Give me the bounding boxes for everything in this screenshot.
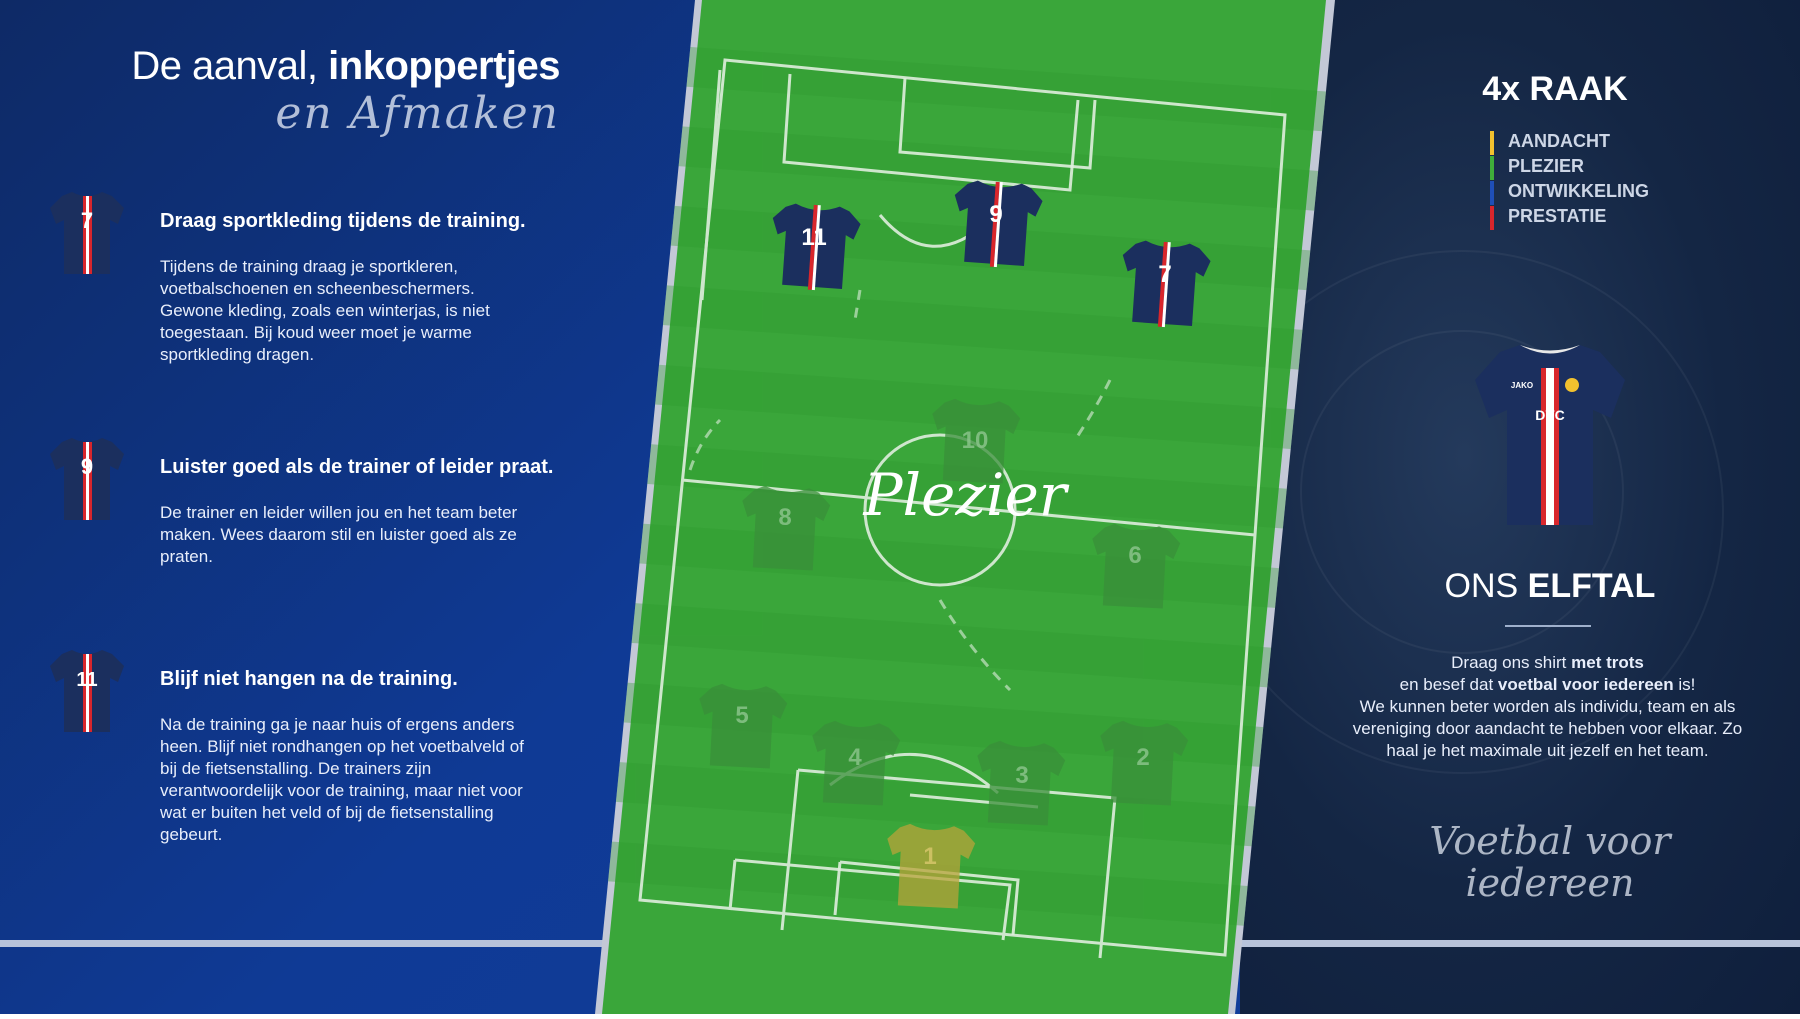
club-shirt-image: JAKO DVC (1475, 345, 1625, 525)
rule-heading: Luister goed als de trainer of leider pr… (160, 456, 554, 478)
player-number: 2 (1136, 744, 1149, 771)
raak-item: AANDACHT (1490, 131, 1649, 156)
raak-color-bar (1490, 206, 1494, 230)
shirt-club: DVC (1535, 407, 1565, 423)
player-number: 4 (848, 744, 862, 771)
svg-text:9: 9 (81, 454, 93, 479)
ons-elftal-heading: ONS ELFTAL (1444, 567, 1656, 605)
player-number: 8 (778, 504, 791, 531)
football-pitch: 10 8 6 5 4 3 2 1 11 9 7 (590, 0, 1350, 1014)
rule-heading: Blijf niet hangen na de training. (160, 668, 458, 690)
player-number: 9 (989, 201, 1002, 228)
raak-list: AANDACHT PLEZIER ONTWIKKELING PRESTATIE (1490, 131, 1649, 231)
svg-text:11: 11 (76, 669, 97, 691)
svg-text:7: 7 (81, 208, 93, 233)
player-number: 11 (801, 224, 826, 251)
divider-line-left (0, 940, 610, 947)
rule-body: De trainer en leider willen jou en het t… (160, 503, 518, 566)
player-number: 10 (962, 427, 989, 454)
player-number: 7 (1158, 261, 1171, 288)
player-number: 6 (1128, 542, 1141, 569)
script-subtitle: en Afmaken (275, 88, 560, 139)
rule-body: Tijdens de training draag je sportkleren… (160, 257, 490, 364)
page-title: De aanval, inkoppertjes (131, 44, 560, 88)
ons-elftal-text: Draag ons shirt met trots en besef dat v… (1352, 653, 1743, 760)
shirt-brand: JAKO (1511, 381, 1533, 390)
ball-watermark-inner (1300, 330, 1624, 654)
raak-title: 4x RAAK (1482, 70, 1628, 108)
raak-item: PRESTATIE (1490, 206, 1649, 231)
player-number: 5 (735, 702, 748, 729)
rule-body: Na de training ga je naar huis of ergens… (160, 715, 524, 844)
divider (1505, 625, 1591, 627)
rule-heading: Draag sportkleding tijdens de training. (160, 210, 526, 232)
shirt-icon: 11 (50, 650, 124, 732)
shirt-icon: 9 (50, 438, 124, 520)
player-number: 3 (1015, 762, 1028, 789)
raak-color-bar (1490, 181, 1494, 205)
raak-item: ONTWIKKELING (1490, 181, 1649, 206)
keeper-number: 1 (923, 843, 936, 870)
divider-line-right (1240, 940, 1800, 947)
shirt-icon: 7 (50, 192, 124, 274)
raak-color-bar (1490, 156, 1494, 180)
raak-item: PLEZIER (1490, 156, 1649, 181)
center-script: Plezier (862, 461, 1069, 529)
raak-color-bar (1490, 131, 1494, 155)
